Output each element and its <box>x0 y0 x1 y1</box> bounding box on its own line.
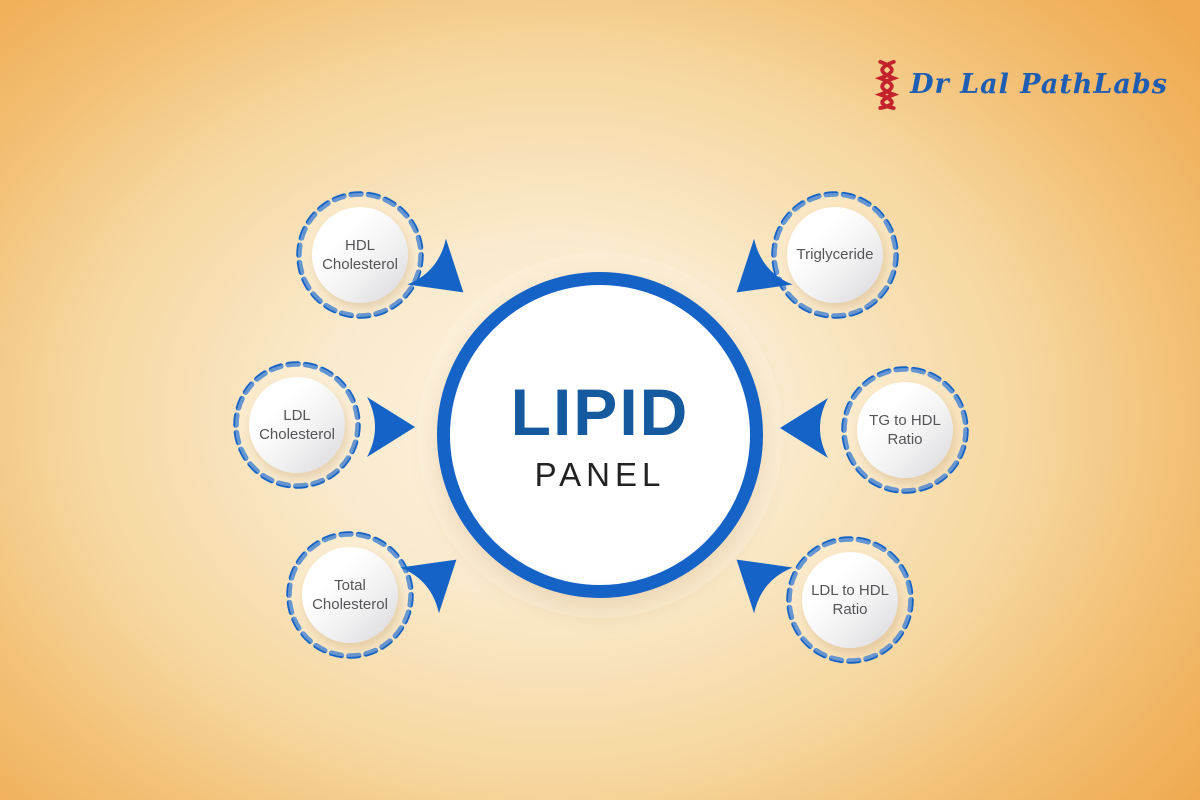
dashed-ring-icon <box>286 531 414 659</box>
arrow-icon <box>407 238 482 316</box>
arrow-icon <box>780 398 828 458</box>
node-circle: Total Cholesterol <box>302 547 398 643</box>
arrow-icon <box>400 537 475 614</box>
dashed-ring-icon <box>771 191 899 319</box>
node-total-cholesterol: Total Cholesterol <box>285 530 415 660</box>
node-circle: Triglyceride <box>787 207 883 303</box>
arrow-icon <box>717 238 793 316</box>
node-label: Triglyceride <box>796 246 874 264</box>
node-label: LDL to HDL Ratio <box>811 581 889 619</box>
node-label: TG to HDL Ratio <box>869 411 941 449</box>
node-circle: HDL Cholesterol <box>312 207 408 303</box>
brand-logo: Dr Lal PathLabs <box>874 58 1168 110</box>
arrow-icon <box>367 397 415 457</box>
node-label: LDL Cholesterol <box>259 406 335 444</box>
node-circle: LDL Cholesterol <box>249 377 345 473</box>
arrow-icon <box>717 537 793 614</box>
node-label: HDL Cholesterol <box>322 236 398 274</box>
dna-helix-icon <box>874 59 900 110</box>
node-circle: TG to HDL Ratio <box>857 382 953 478</box>
dashed-ring-icon <box>233 361 361 489</box>
center-circle: LIPID PANEL <box>437 272 763 598</box>
panel-title: LIPID <box>510 375 690 449</box>
dashed-ring-icon <box>786 536 914 664</box>
brand-name: Dr Lal PathLabs <box>910 68 1168 100</box>
node-ldl-to-hdl-ratio: LDL to HDL Ratio <box>785 535 915 665</box>
node-hdl-cholesterol: HDL Cholesterol <box>295 190 425 320</box>
node-tg-to-hdl-ratio: TG to HDL Ratio <box>840 365 970 495</box>
node-label: Total Cholesterol <box>312 576 388 614</box>
dashed-ring-icon <box>841 366 969 494</box>
node-ldl-cholesterol: LDL Cholesterol <box>232 360 362 490</box>
dashed-ring-icon <box>296 191 424 319</box>
node-triglyceride: Triglyceride <box>770 190 900 320</box>
panel-subtitle: PANEL <box>534 456 666 493</box>
node-circle: LDL to HDL Ratio <box>802 552 898 648</box>
